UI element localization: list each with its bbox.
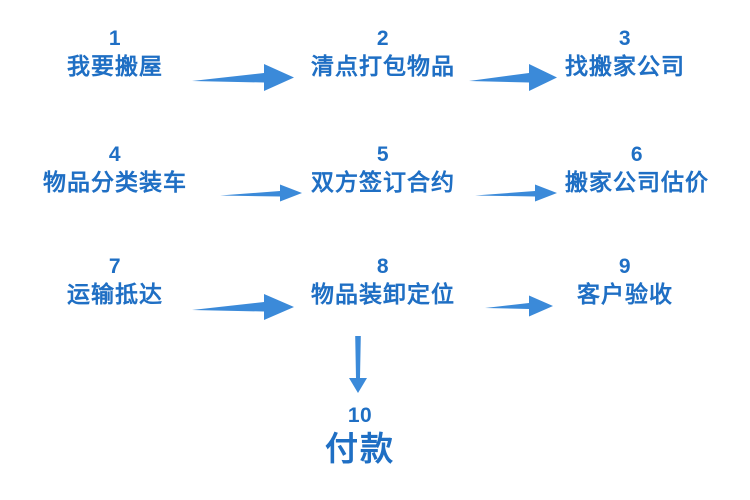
flow-node-7-number: 7	[108, 255, 122, 278]
flow-node-8-number: 8	[376, 255, 390, 278]
flow-node-9-number: 9	[618, 255, 632, 278]
flow-node-8[interactable]: 8 物品装卸定位	[311, 256, 455, 307]
flow-node-10[interactable]: 10 付款	[325, 405, 395, 465]
flow-node-4-number: 4	[108, 143, 122, 166]
flow-node-9-label: 客户验收	[577, 282, 673, 308]
flow-node-5-label: 双方签订合约	[311, 170, 455, 196]
flow-node-8-label: 物品装卸定位	[311, 282, 455, 308]
flow-node-9[interactable]: 9 客户验收	[577, 256, 673, 307]
flow-node-3-number: 3	[618, 27, 632, 50]
flow-node-2-number: 2	[376, 27, 390, 50]
flow-node-3[interactable]: 3 找搬家公司	[565, 28, 685, 79]
flow-node-4-label: 物品分类装车	[43, 170, 187, 196]
flow-node-6-number: 6	[630, 143, 644, 166]
flow-node-1-label: 我要搬屋	[67, 54, 163, 80]
flow-node-6[interactable]: 6 搬家公司估价	[565, 144, 709, 195]
flow-node-6-label: 搬家公司估价	[565, 170, 709, 196]
arrow-5-to-6-icon	[473, 180, 559, 206]
arrow-4-to-5-icon	[218, 180, 304, 206]
arrow-8-to-9-icon	[483, 293, 555, 319]
flow-node-1[interactable]: 1 我要搬屋	[67, 28, 163, 79]
flow-node-2-label: 清点打包物品	[311, 54, 455, 80]
flow-node-1-number: 1	[108, 27, 122, 50]
arrow-2-to-3-icon	[467, 62, 559, 94]
flow-node-3-label: 找搬家公司	[565, 54, 685, 80]
flow-node-10-number: 10	[347, 404, 373, 427]
flow-node-4[interactable]: 4 物品分类装车	[43, 144, 187, 195]
arrow-1-to-2-icon	[190, 62, 296, 94]
arrow-7-to-8-icon	[190, 292, 296, 322]
arrow-8-to-10-icon	[345, 336, 371, 394]
flow-node-7[interactable]: 7 运输抵达	[67, 256, 163, 307]
flow-node-2[interactable]: 2 清点打包物品	[311, 28, 455, 79]
flow-node-7-label: 运输抵达	[67, 282, 163, 308]
flow-node-5[interactable]: 5 双方签订合约	[311, 144, 455, 195]
flow-node-5-number: 5	[376, 143, 390, 166]
flow-node-10-label: 付款	[325, 429, 395, 468]
